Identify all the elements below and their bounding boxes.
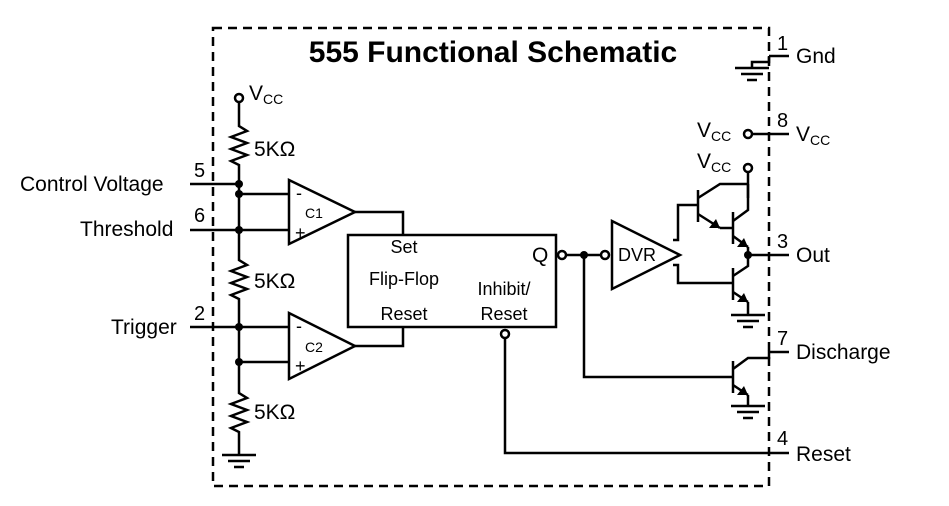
svg-text:+: + — [295, 223, 306, 243]
pin-number-8: 8 — [777, 110, 788, 132]
flip-flop-set: Set — [390, 237, 417, 257]
driver: DVR — [566, 218, 733, 379]
pin-label-trigger: Trigger — [111, 316, 177, 339]
divider-ladder: VCC 5KΩ 5KΩ 5KΩ — [222, 82, 295, 469]
pin-number-3: 3 — [777, 231, 788, 253]
comparator-c2: - + C2 — [235, 310, 405, 382]
gnd-pin: 1 Gnd — [735, 33, 836, 82]
pin-number-1: 1 — [777, 33, 788, 55]
flip-flop-box — [346, 233, 558, 329]
pin-number-4: 4 — [777, 428, 788, 450]
comparator-c1-icon — [287, 178, 358, 246]
ground-symbol-icon — [731, 313, 765, 329]
driver-input-icon — [599, 249, 611, 261]
driver-label: DVR — [618, 245, 656, 265]
resistor-3-icon — [227, 327, 251, 455]
inhibit-input-icon — [499, 328, 511, 340]
vcc-terminal-icon — [742, 128, 754, 140]
ground-symbol-icon — [735, 66, 769, 82]
resistor-1-icon — [227, 102, 251, 184]
flip-flop: Set Flip-Flop Reset Inhibit/ Reset Q — [346, 233, 568, 340]
svg-text:+: + — [295, 356, 306, 376]
flip-flop-inhibit: Inhibit/ — [477, 279, 530, 299]
flip-flop-name: Flip-Flop — [369, 269, 439, 289]
svg-text:-: - — [296, 316, 302, 336]
diagram-title: 555 Functional Schematic — [309, 36, 677, 69]
svg-text:-: - — [296, 183, 302, 203]
resistor-1-label: 5KΩ — [254, 138, 295, 161]
vcc-top-label: VCC — [249, 82, 283, 107]
pin-number-7: 7 — [777, 328, 788, 350]
flip-flop-reset: Reset — [380, 304, 427, 324]
resistor-2-label: 5KΩ — [254, 270, 295, 293]
resistor-3-label: 5KΩ — [254, 401, 295, 424]
q-output-icon — [556, 249, 568, 261]
left-pins: 5 Control Voltage 6 Threshold 2 Trigger — [20, 160, 243, 339]
comparator-c2-icon — [287, 310, 358, 382]
vcc-output-label: VCC — [697, 150, 731, 175]
pin-label-discharge: Discharge — [796, 341, 891, 364]
pin-label-vcc: VCC — [796, 123, 830, 148]
comparator-c1-label: C1 — [305, 205, 323, 221]
ground-symbol-icon — [222, 453, 256, 469]
vcc-terminal-icon — [742, 162, 754, 174]
comparator-c2-label: C2 — [305, 339, 323, 355]
pin-label-gnd: Gnd — [796, 45, 836, 68]
driver-icon — [610, 218, 683, 292]
pin-label-reset: Reset — [796, 443, 851, 466]
pin-label-out: Out — [796, 244, 830, 267]
pin-label-control-voltage: Control Voltage — [20, 173, 164, 196]
flip-flop-inhibit-reset: Reset — [480, 304, 527, 324]
vcc-inner-label: VCC — [697, 119, 731, 144]
chip-boundary — [211, 26, 771, 488]
reset-pin: 4 Reset — [503, 338, 851, 466]
pin-number-2: 2 — [194, 303, 205, 325]
output-stage: VCC 3 Out — [673, 150, 830, 329]
pin-number-6: 6 — [194, 205, 205, 227]
comparator-c1: - + C1 — [235, 178, 405, 246]
ground-symbol-icon — [731, 404, 765, 420]
flip-flop-q: Q — [532, 244, 548, 267]
resistor-2-icon — [227, 184, 251, 327]
pin-number-5: 5 — [194, 160, 205, 182]
vcc-pin: VCC 8 VCC — [697, 110, 830, 148]
vcc-terminal-icon — [233, 92, 245, 104]
pin-label-threshold: Threshold — [80, 218, 173, 241]
discharge-stage: 7 Discharge — [731, 328, 891, 420]
